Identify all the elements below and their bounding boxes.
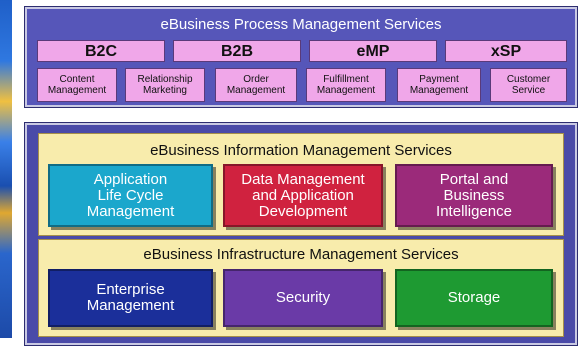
tab-xsp: xSP — [445, 40, 567, 62]
information-management-band: eBusiness Information Management Service… — [38, 133, 564, 236]
fulfillment-management-box: Fulfillment Management — [306, 68, 386, 102]
process-management-title: eBusiness Process Management Services — [160, 16, 442, 33]
management-services-panel: eBusiness Information Management Service… — [24, 122, 578, 346]
enterprise-management-box: Enterprise Management — [48, 269, 213, 327]
order-management-box: Order Management — [215, 68, 297, 102]
infrastructure-management-title: eBusiness Infrastructure Management Serv… — [143, 246, 459, 263]
data-management-box: Data Management and Application Developm… — [223, 164, 383, 227]
relationship-marketing-box: Relationship Marketing — [125, 68, 205, 102]
storage-box: Storage — [395, 269, 553, 327]
infrastructure-management-band: eBusiness Infrastructure Management Serv… — [38, 239, 564, 337]
application-life-cycle-box: Application Life Cycle Management — [48, 164, 213, 227]
tab-b2b: B2B — [173, 40, 301, 62]
decorative-side-strip — [0, 0, 12, 338]
payment-management-box: Payment Management — [397, 68, 481, 102]
information-management-title: eBusiness Information Management Service… — [150, 142, 452, 159]
security-box: Security — [223, 269, 383, 327]
process-management-panel: eBusiness Process Management Services B2… — [24, 6, 578, 108]
tab-b2c: B2C — [37, 40, 165, 62]
content-management-box: Content Management — [37, 68, 117, 102]
tab-emp: eMP — [309, 40, 437, 62]
portal-business-intelligence-box: Portal and Business Intelligence — [395, 164, 553, 227]
customer-service-box: Customer Service — [490, 68, 567, 102]
